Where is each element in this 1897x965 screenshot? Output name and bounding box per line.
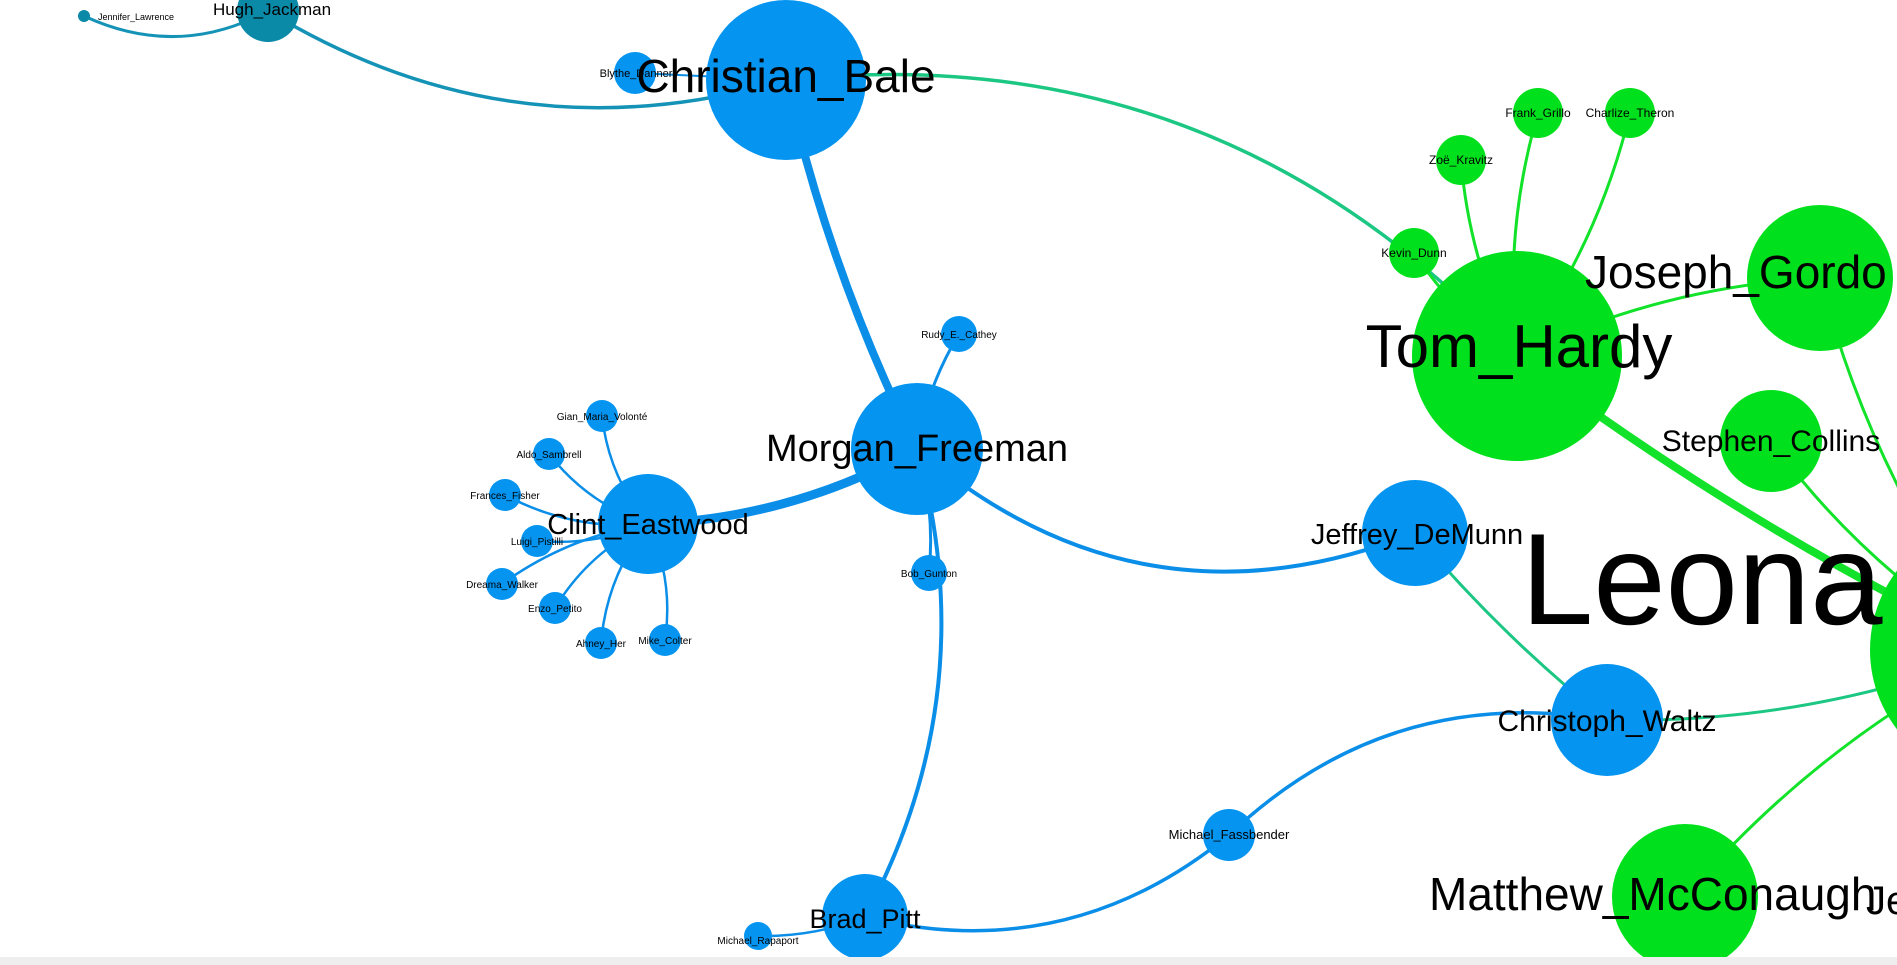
node-label-frank_grillo: Frank_Grillo bbox=[1505, 106, 1571, 120]
node-label-blythe_danner: Blythe_Danner bbox=[600, 68, 673, 80]
node-leonardo[interactable] bbox=[1870, 520, 1897, 780]
status-bar bbox=[0, 957, 1897, 965]
node-label-dreama_walker: Dreama_Walker bbox=[466, 580, 539, 591]
edge-morgan_freeman-jeffrey_demunn bbox=[915, 447, 1417, 574]
edge-morgan_freeman-brad_pitt bbox=[863, 447, 944, 919]
node-michael_fassbender[interactable] bbox=[1203, 809, 1255, 861]
node-rudy_e_cathey[interactable] bbox=[941, 316, 977, 352]
node-label-joseph_gordon: Joseph_Gordo bbox=[1585, 246, 1887, 298]
node-label-stephen_collins: Stephen_Collins bbox=[1662, 425, 1880, 458]
node-label-kevin_dunn: Kevin_Dunn bbox=[1381, 246, 1446, 260]
node-label-charlize_theron: Charlize_Theron bbox=[1586, 106, 1675, 120]
node-label-partial_je: Je bbox=[1866, 879, 1897, 923]
node-mike_colter[interactable] bbox=[649, 624, 681, 656]
node-ahney_her[interactable] bbox=[585, 627, 617, 659]
node-label-brad_pitt: Brad_Pitt bbox=[809, 904, 921, 934]
node-kevin_dunn[interactable] bbox=[1389, 228, 1439, 278]
node-stephen_collins[interactable] bbox=[1720, 390, 1822, 492]
node-charlize_theron[interactable] bbox=[1605, 88, 1655, 138]
node-label-bob_gunton: Bob_Gunton bbox=[901, 569, 957, 580]
node-christian_bale[interactable] bbox=[706, 0, 866, 160]
node-tom_hardy[interactable] bbox=[1412, 251, 1622, 461]
node-frank_grillo[interactable] bbox=[1513, 88, 1563, 138]
node-label-ahney_her: Ahney_Her bbox=[576, 639, 627, 650]
node-label-christoph_waltz: Christoph_Waltz bbox=[1498, 705, 1717, 738]
node-blythe_danner[interactable] bbox=[614, 52, 656, 94]
node-michael_rapaport[interactable] bbox=[744, 922, 772, 950]
node-label-frances_fisher: Frances_Fisher bbox=[470, 491, 540, 502]
node-label-leonardo: Leona bbox=[1521, 506, 1883, 652]
node-label-enzo_petito: Enzo_Petito bbox=[528, 604, 582, 615]
node-label-gian_maria_volonte: Gian_Maria_Volonté bbox=[557, 412, 648, 423]
node-label-michael_fassbender: Michael_Fassbender bbox=[1169, 827, 1290, 842]
node-gian_maria_volonte[interactable] bbox=[586, 400, 618, 432]
node-label-mike_colter: Mike_Colter bbox=[638, 636, 692, 647]
node-label-jennifer_lawrence: Jennifer_Lawrence bbox=[98, 12, 174, 22]
node-enzo_petito[interactable] bbox=[539, 592, 571, 624]
node-hugh_jackman[interactable] bbox=[237, 0, 299, 42]
node-zoe_kravitz[interactable] bbox=[1436, 135, 1486, 185]
node-label-jeffrey_demunn: Jeffrey_DeMunn bbox=[1311, 519, 1523, 551]
node-label-zoe_kravitz: Zoë_Kravitz bbox=[1429, 153, 1493, 167]
node-label-hugh_jackman: Hugh_Jackman bbox=[213, 0, 331, 19]
node-bob_gunton[interactable] bbox=[911, 555, 947, 591]
node-matthew_mcconaughey[interactable] bbox=[1612, 824, 1758, 957]
node-label-morgan_freeman: Morgan_Freeman bbox=[766, 428, 1068, 470]
node-luigi_pistilli[interactable] bbox=[521, 525, 553, 557]
node-label-rudy_e_cathey: Rudy_E._Cathey bbox=[921, 330, 997, 341]
node-jennifer_lawrence[interactable] bbox=[78, 10, 90, 22]
node-label-luigi_pistilli: Luigi_Pistilli bbox=[511, 537, 563, 548]
node-christoph_waltz[interactable] bbox=[1551, 664, 1663, 776]
node-dreama_walker[interactable] bbox=[486, 568, 518, 600]
node-jeffrey_demunn[interactable] bbox=[1362, 480, 1468, 586]
edge-michael_fassbender-brad_pitt bbox=[863, 833, 1231, 933]
node-morgan_freeman[interactable] bbox=[851, 383, 983, 515]
node-label-michael_rapaport: Michael_Rapaport bbox=[717, 936, 798, 947]
node-brad_pitt[interactable] bbox=[822, 874, 908, 957]
node-label-clint_eastwood: Clint_Eastwood bbox=[547, 509, 749, 541]
node-aldo_sambrell[interactable] bbox=[533, 438, 565, 470]
edge-christoph_waltz-michael_fassbender bbox=[1227, 711, 1609, 837]
node-clint_eastwood[interactable] bbox=[598, 474, 698, 574]
node-frances_fisher[interactable] bbox=[489, 479, 521, 511]
node-label-tom_hardy: Tom_Hardy bbox=[1366, 313, 1673, 380]
node-label-aldo_sambrell: Aldo_Sambrell bbox=[516, 450, 581, 461]
node-layer bbox=[78, 0, 1897, 957]
label-layer: Jennifer_Lawrence Hugh_JackmanChristian_B… bbox=[98, 0, 1897, 947]
node-label-christian_bale: Christian_Bale bbox=[636, 50, 935, 102]
node-joseph_gordon[interactable] bbox=[1747, 205, 1893, 351]
node-label-matthew_mcconaughey: Matthew_McConaugh bbox=[1429, 868, 1876, 920]
